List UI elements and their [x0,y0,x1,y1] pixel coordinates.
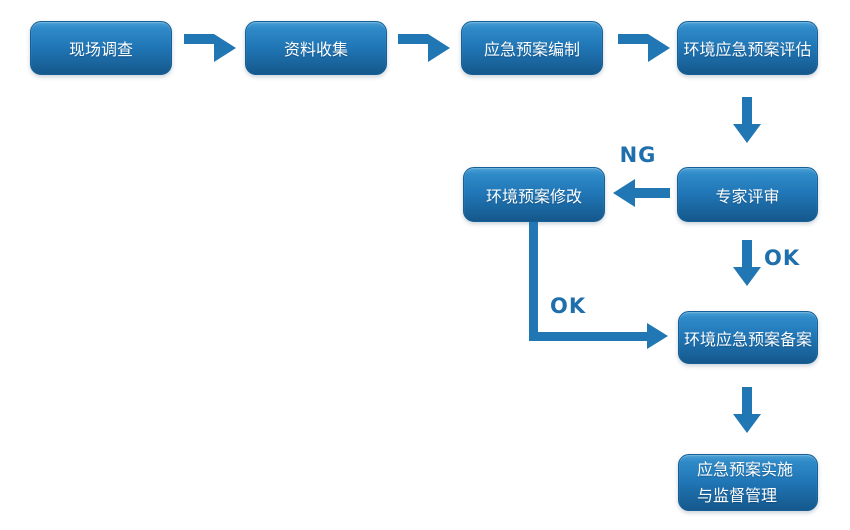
arrow-head [648,34,670,62]
arrow-head [733,414,761,433]
node-plan-filing-label: 环境应急预案备案 [683,329,812,349]
arrow-shaft [635,188,670,198]
connector-revision-to-filing-horizontal [529,332,647,341]
node-plan-revision: 环境预案修改 [463,167,605,222]
node-plan-revision-label: 环境预案修改 [485,186,582,206]
node-implementation: 应急预案实施 与监督管理 [678,454,818,511]
arrow-survey-to-collection-icon [184,34,236,62]
node-expert-review-label: 专家评审 [715,186,780,206]
arrow-review-to-filing-icon [733,240,761,286]
arrow-head [428,34,450,62]
arrow-compilation-to-evaluation-icon [618,34,670,62]
node-data-collection: 资料收集 [245,21,387,75]
arrow-head [613,179,635,207]
arrow-review-to-revision-icon [613,179,670,207]
edge-label-ng: NG [619,143,657,167]
node-implementation-line2: 与监督管理 [697,485,778,505]
arrow-shaft [742,387,752,414]
arrow-revision-to-filing-head-icon [647,323,668,349]
arrow-head [733,124,761,143]
arrow-collection-to-compilation-icon [398,34,450,62]
node-plan-evaluation-label: 环境应急预案评估 [683,40,812,59]
arrow-shaft [742,97,752,124]
arrow-shaft [618,34,648,44]
arrow-shaft [742,240,752,267]
node-site-survey: 现场调查 [30,21,172,75]
arrow-shaft [398,34,428,44]
node-site-survey-label: 现场调查 [68,40,133,59]
edge-label-ok-revision-to-filing: OK [550,294,587,318]
arrow-shaft [184,34,214,44]
arrow-filing-to-implementation-icon [733,387,761,433]
arrow-head [214,34,236,62]
node-expert-review: 专家评审 [677,167,818,222]
node-plan-compilation-label: 应急预案编制 [483,40,580,59]
node-plan-filing: 环境应急预案备案 [678,311,818,364]
node-data-collection-label: 资料收集 [283,40,348,59]
arrow-evaluation-to-review-icon [733,97,761,143]
node-plan-evaluation: 环境应急预案评估 [677,21,818,75]
connector-revision-to-filing-vertical [529,222,538,337]
edge-label-ok-review-to-filing: OK [764,246,801,270]
arrow-head [733,267,761,286]
node-plan-compilation: 应急预案编制 [461,21,603,75]
node-implementation-line1: 应急预案实施 [697,459,794,479]
